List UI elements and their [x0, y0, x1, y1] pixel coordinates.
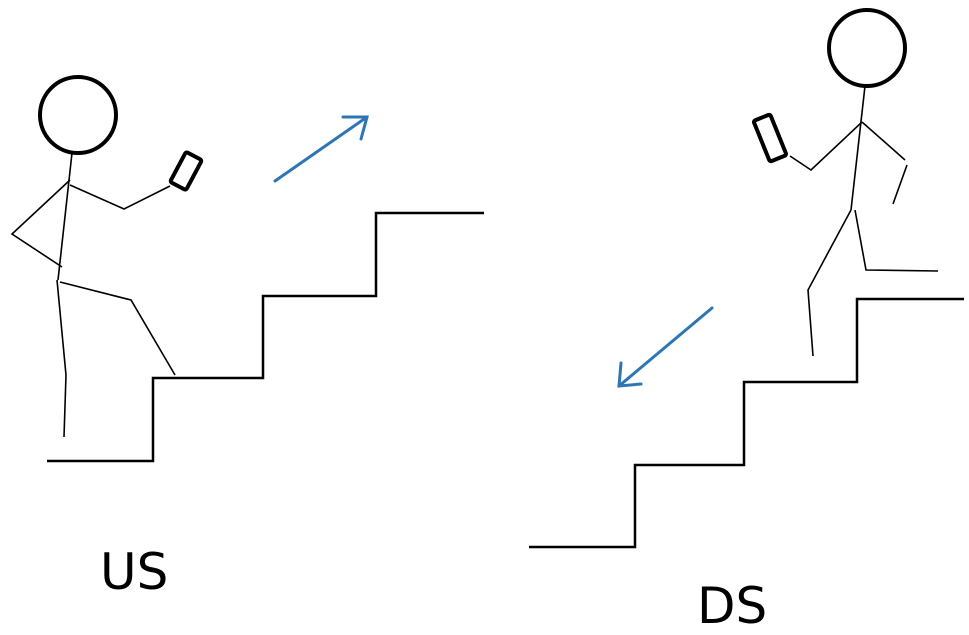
downstairs-figure-body: [850, 85, 866, 211]
upstairs-staircase: [47, 211, 484, 463]
upstairs-figure-back-leg: [56, 279, 67, 438]
upstairs-figure-head: [38, 75, 118, 155]
upstairs-figure-front-leg: [59, 281, 176, 376]
upstairs-figure-right-arm: [69, 184, 171, 210]
upstairs-scene: [10, 75, 484, 463]
upstairs-stick-figure: [10, 75, 176, 438]
downstairs-figure-right-forearm: [892, 164, 908, 205]
upstairs-label: US: [100, 543, 169, 601]
arrow-up-right-icon: [273, 115, 369, 183]
downstairs-figure-head: [827, 8, 907, 88]
upstairs-figure-left-arm: [10, 179, 71, 268]
downstairs-figure-right-arm: [861, 121, 906, 161]
downstairs-scene: [529, 8, 964, 549]
downstairs-phone-icon: [752, 112, 788, 164]
downstairs-staircase: [529, 297, 964, 549]
downstairs-stick-figure: [789, 8, 939, 357]
downstairs-figure-left-arm: [789, 121, 863, 172]
downstairs-figure-back-leg: [807, 209, 852, 357]
arrow-down-left-icon: [617, 306, 714, 388]
upstairs-figure-body: [57, 152, 73, 281]
upstairs-phone-icon: [168, 150, 204, 192]
downstairs-label: DS: [697, 577, 768, 635]
downstairs-figure-front-leg: [854, 209, 939, 272]
